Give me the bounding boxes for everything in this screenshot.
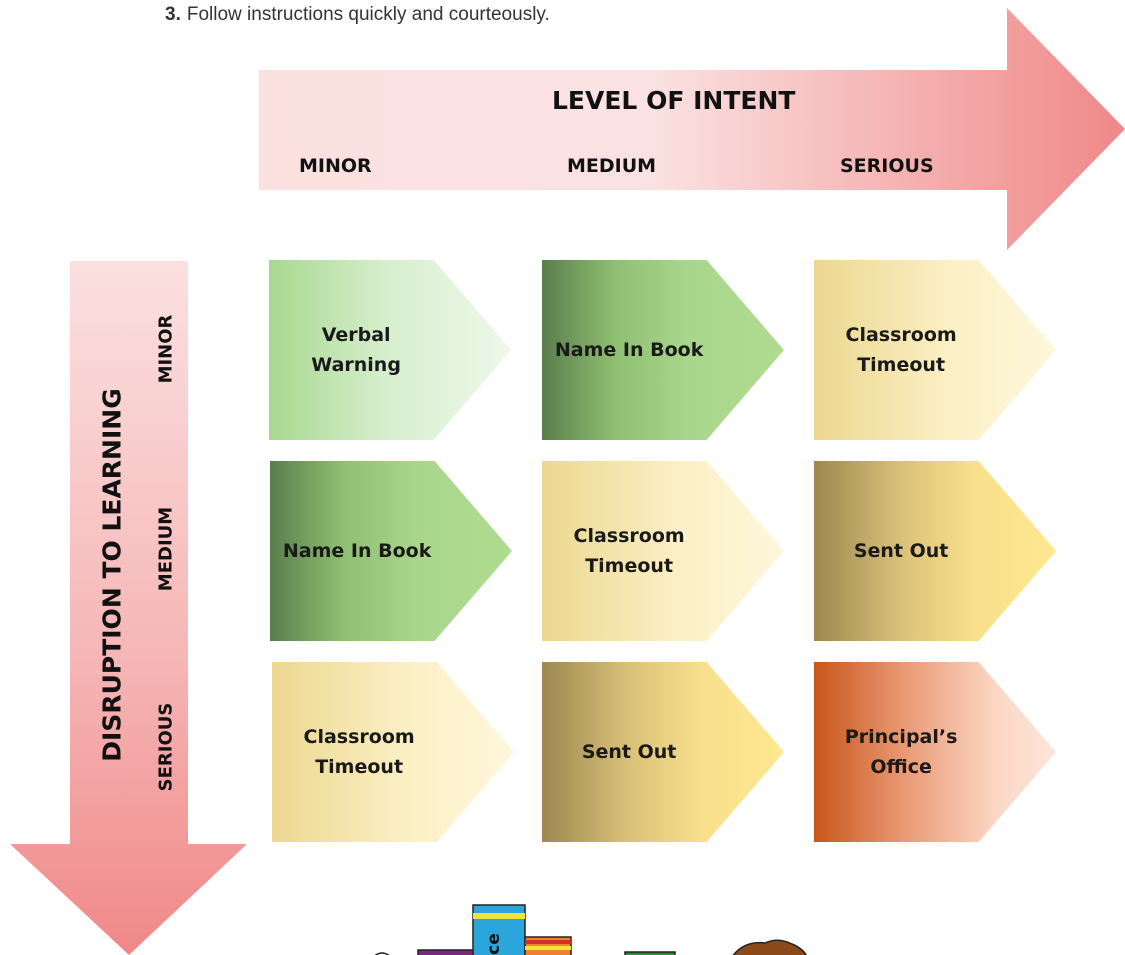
consequence-label: Name In Book xyxy=(282,540,432,562)
row-label-medium: MEDIUM xyxy=(155,506,177,592)
book-band-red xyxy=(525,940,571,944)
row-label-serious: SERIOUS xyxy=(155,702,177,792)
column-label-minor: MINOR xyxy=(299,155,372,177)
consequence-label: Sent Out xyxy=(853,540,949,562)
level-of-intent-title: LEVEL OF INTENT xyxy=(552,86,796,115)
consequence-label: Sent Out xyxy=(581,741,677,763)
column-label-medium: MEDIUM xyxy=(567,155,657,177)
curl-shape xyxy=(374,952,390,955)
consequence-label: Verbal Warning xyxy=(311,324,401,376)
book-spine-lettering: ce xyxy=(484,933,504,955)
disruption-to-learning-arrow xyxy=(10,261,247,955)
consequence-label: Classroom Timeout xyxy=(573,525,685,577)
consequence-label: Principal’s Office xyxy=(844,726,958,778)
book-spine-purple xyxy=(417,949,475,955)
disruption-to-learning-title: DISRUPTION TO LEARNING xyxy=(97,388,127,762)
character-hair xyxy=(732,939,807,955)
consequence-cell: Classroom Timeout xyxy=(814,260,1056,440)
book-band-yellow-2 xyxy=(525,946,571,950)
level-of-intent-arrow xyxy=(259,8,1125,250)
consequence-label: Classroom Timeout xyxy=(845,324,957,376)
consequence-label: Name In Book xyxy=(554,339,704,361)
row-label-minor: MINOR xyxy=(155,314,177,384)
books-clipart-image: ce xyxy=(374,904,807,955)
book-green xyxy=(624,951,676,955)
instruction-text: Follow instructions quickly and courteou… xyxy=(186,4,550,25)
consequence-label: Classroom Timeout xyxy=(303,726,415,778)
column-label-serious: SERIOUS xyxy=(840,155,934,177)
book-band-yellow xyxy=(473,913,525,919)
instruction-line: 3.Follow instructions quickly and courte… xyxy=(165,4,550,26)
instruction-number: 3. xyxy=(165,4,181,25)
